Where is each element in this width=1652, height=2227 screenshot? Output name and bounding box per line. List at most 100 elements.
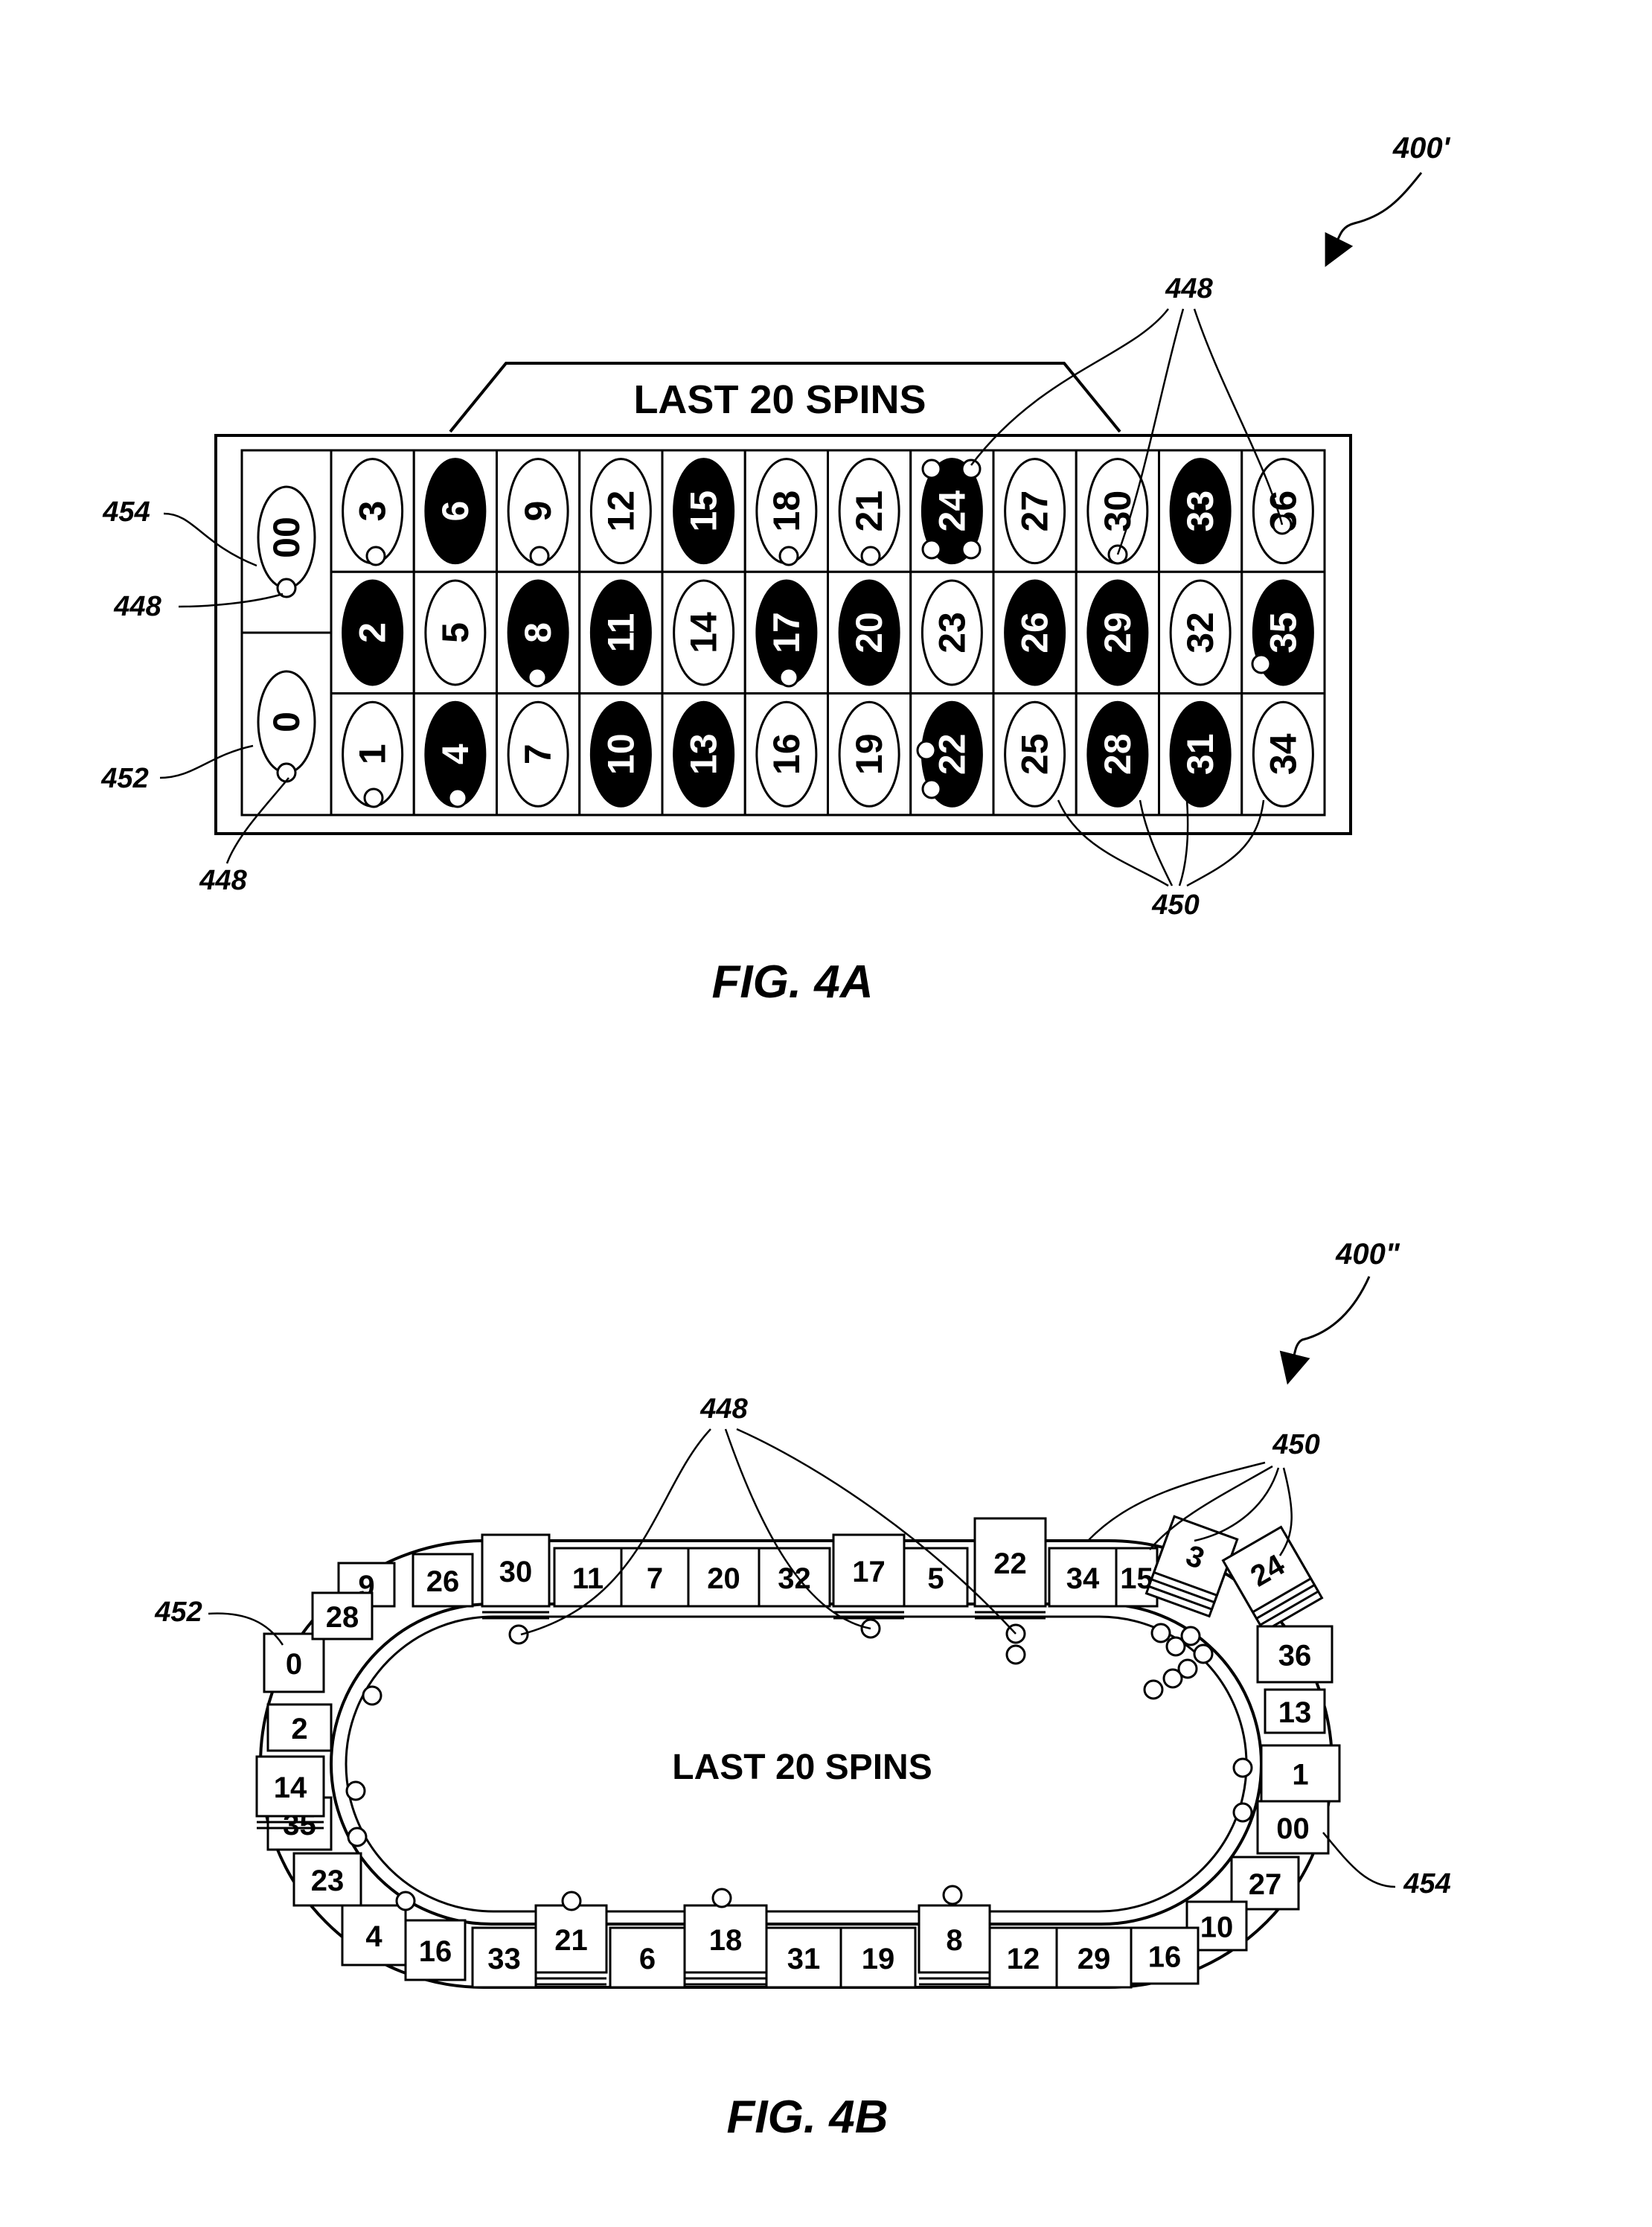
ball-marker [367, 547, 385, 565]
pocket-number: 6 [639, 1943, 656, 1975]
ref-452: 452 [154, 1597, 202, 1628]
ref-452: 452 [100, 763, 148, 794]
pocket-number: 26 [426, 1565, 460, 1598]
ball-marker [962, 540, 980, 558]
number-label: 6 [435, 501, 476, 522]
pocket-number: 34 [1066, 1562, 1100, 1595]
number-label: 18 [766, 491, 807, 532]
double-zero-label: 00 [266, 517, 307, 558]
number-label: 27 [1014, 491, 1056, 532]
number-label: 9 [517, 501, 559, 522]
leader-line [1323, 1833, 1395, 1887]
number-label: 11 [600, 613, 641, 653]
ball-marker [278, 764, 295, 782]
ref-454: 454 [102, 496, 150, 528]
pocket-number: 23 [311, 1865, 345, 1897]
header-title: LAST 20 SPINS [633, 377, 926, 422]
ball-marker [528, 668, 546, 686]
pocket-number: 32 [778, 1562, 811, 1595]
number-label: 2 [352, 622, 394, 643]
number-label: 5 [435, 622, 476, 643]
figure-ref-arrow [1332, 173, 1421, 253]
number-label: 19 [848, 733, 890, 775]
pocket-number: 17 [852, 1556, 886, 1588]
pocket-number: 5 [927, 1562, 944, 1595]
pocket-number: 21 [554, 1924, 588, 1957]
ball-marker [780, 547, 798, 565]
ball-marker [397, 1892, 414, 1910]
number-label: 33 [1179, 491, 1221, 532]
pocket-number: 12 [1007, 1943, 1040, 1975]
number-label: 1 [352, 744, 394, 764]
pocket-number: 22 [993, 1547, 1027, 1580]
number-label: 34 [1262, 733, 1304, 775]
pocket-number: 7 [647, 1562, 663, 1595]
pocket-number: 27 [1249, 1868, 1282, 1901]
ball-marker [713, 1889, 731, 1907]
number-label: 13 [683, 733, 725, 775]
ball-marker [510, 1626, 528, 1643]
ball-marker [531, 547, 548, 565]
pocket-number: 31 [787, 1943, 821, 1975]
pocket-number: 8 [946, 1924, 962, 1957]
pocket-number: 14 [274, 1771, 307, 1804]
number-label: 14 [683, 612, 725, 654]
number-label: 20 [848, 612, 890, 654]
figure-ref-label: 400" [1335, 1238, 1400, 1271]
ball-marker [449, 789, 467, 807]
ball-marker [862, 547, 880, 565]
ball-marker [944, 1886, 961, 1904]
number-grid: 3691215182124273033362581114172023262932… [331, 450, 1325, 815]
pocket-number: 29 [1078, 1943, 1111, 1975]
pocket-number: 2 [291, 1713, 307, 1745]
figure-4a: 400' LAST 20 SPINS 000 36912151821242730… [100, 132, 1450, 1008]
number-label: 24 [931, 491, 973, 532]
pocket-number: 30 [499, 1556, 533, 1588]
pocket-number: 1 [1292, 1759, 1308, 1792]
ball-marker [363, 1687, 381, 1704]
ref-448-bottom: 448 [199, 865, 247, 896]
pocket-number: 16 [419, 1935, 452, 1968]
figure-4b: 400" 92630117203217522341532436131002710… [154, 1238, 1450, 2143]
pocket-number: 19 [862, 1943, 895, 1975]
pocket-number: 4 [365, 1920, 382, 1953]
figure-ref-label: 400' [1392, 132, 1451, 164]
ball-marker [365, 789, 382, 807]
pocket-number: 20 [707, 1562, 740, 1595]
ball-marker [923, 780, 941, 798]
ref-450: 450 [1151, 889, 1199, 921]
number-label: 21 [848, 491, 890, 532]
ball-marker [1152, 1624, 1170, 1642]
pocket-number: 13 [1278, 1696, 1312, 1729]
number-label: 16 [766, 733, 807, 775]
pocket-number: 28 [326, 1601, 359, 1634]
ref-454: 454 [1403, 1868, 1450, 1899]
number-label: 17 [766, 612, 807, 654]
figure-caption: FIG. 4B [726, 2092, 888, 2143]
zero-column: 000 [242, 450, 331, 815]
number-label: 35 [1262, 612, 1304, 654]
number-label: 32 [1179, 612, 1221, 654]
number-label: 25 [1014, 733, 1056, 775]
ball-marker [1234, 1803, 1252, 1821]
ball-marker [923, 460, 941, 478]
number-label: 22 [931, 733, 973, 775]
ball-marker [918, 741, 935, 759]
figure-caption: FIG. 4A [711, 956, 873, 1008]
ball-marker [1182, 1627, 1200, 1645]
number-label: 29 [1097, 612, 1139, 654]
number-label: 26 [1014, 612, 1056, 654]
pocket-number: 0 [286, 1648, 302, 1681]
pocket-number: 16 [1148, 1941, 1182, 1974]
ball-marker [1252, 655, 1270, 673]
pocket-number: 10 [1200, 1911, 1234, 1944]
ref-448-left: 448 [113, 591, 161, 622]
center-title: LAST 20 SPINS [672, 1748, 932, 1787]
number-label: 8 [517, 622, 559, 643]
ball-marker [347, 1782, 365, 1800]
ref-448-top: 448 [1165, 273, 1213, 304]
pocket-number: 36 [1278, 1640, 1312, 1672]
pocket-number: 11 [572, 1562, 604, 1595]
number-label: 7 [517, 744, 559, 764]
